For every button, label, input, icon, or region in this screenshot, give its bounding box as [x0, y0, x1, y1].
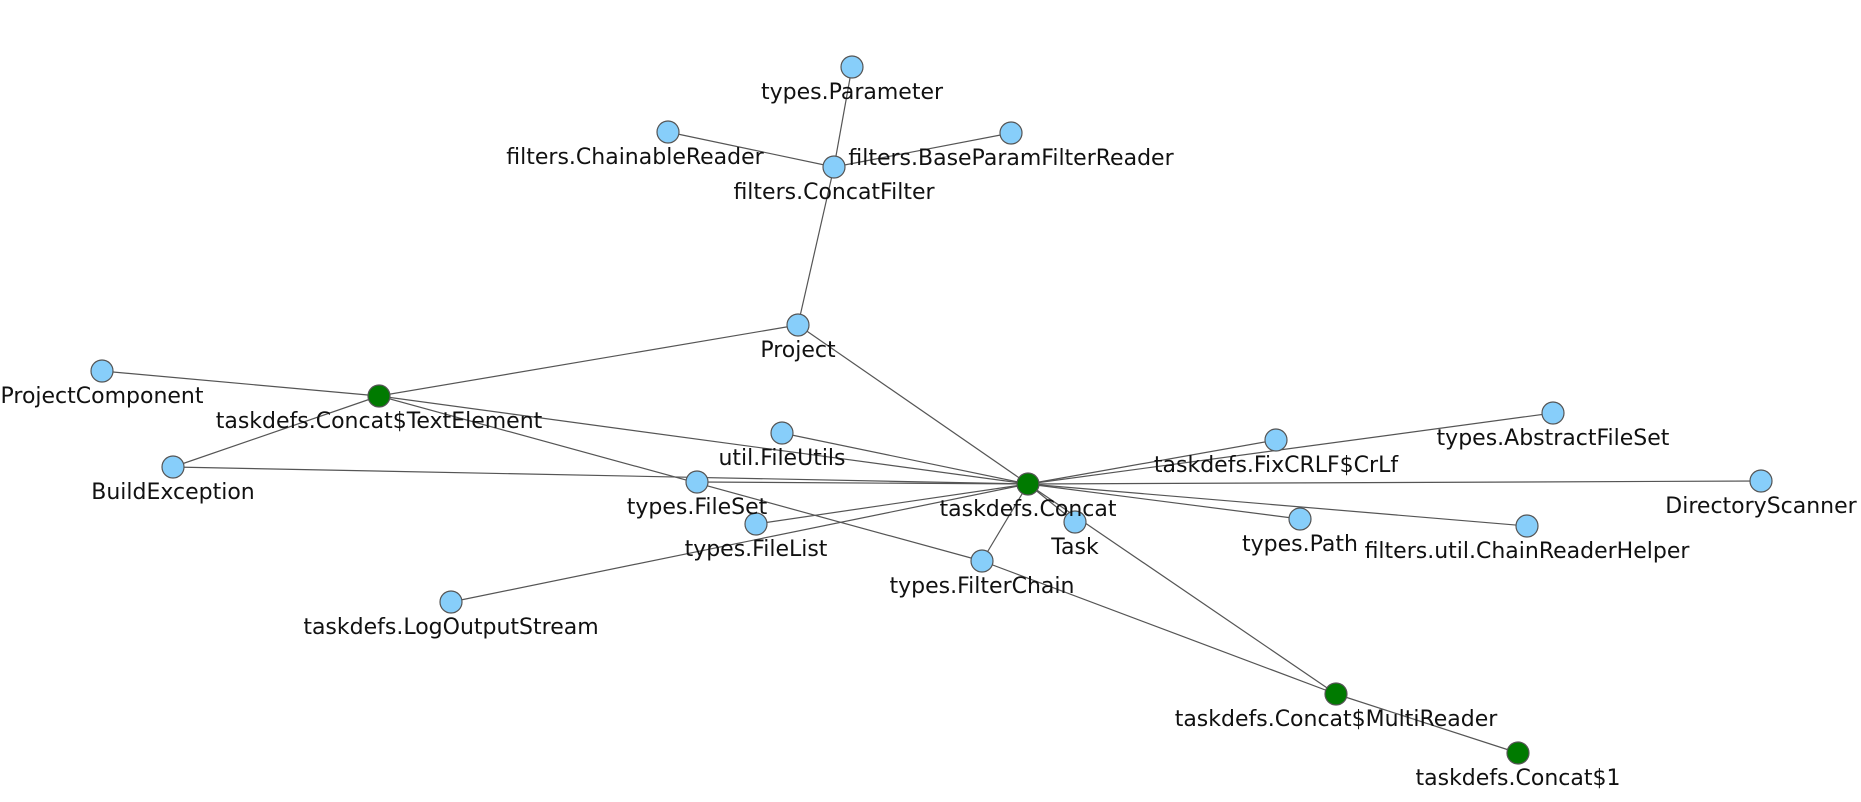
node-directoryscanner[interactable]: [1749, 469, 1773, 493]
node-taskdefs-concat-textelement[interactable]: [367, 384, 391, 408]
node-label-taskdefs-fixcrlf-crlf: taskdefs.FixCRLF$CrLf: [1154, 453, 1399, 478]
edge-taskdefs-concat-multireader-to-taskdefs-concat-1: [1335, 693, 1519, 754]
node-label-types-parameter: types.Parameter: [761, 80, 944, 105]
node-label-taskdefs-logoutputstream: taskdefs.LogOutputStream: [303, 615, 598, 640]
node-label-filters-chainablereader: filters.ChainableReader: [506, 145, 764, 170]
edge-directoryscanner-to-taskdefs-concat: [1027, 480, 1762, 485]
node-label-taskdefs-concat: taskdefs.Concat: [940, 497, 1117, 522]
labels-layer: types.Parameter filters.ChainableReader fi…: [1, 80, 1858, 791]
edge-project-to-taskdefs-concat: [797, 324, 1029, 485]
node-label-types-fileset: types.FileSet: [627, 495, 768, 520]
edges-layer: [101, 66, 1762, 754]
node-label-projectcomponent: ProjectComponent: [1, 384, 204, 409]
node-types-filelist[interactable]: [744, 512, 768, 536]
node-types-parameter[interactable]: [840, 55, 864, 79]
node-taskdefs-logoutputstream[interactable]: [439, 590, 463, 614]
edge-types-abstractfileset-to-taskdefs-concat: [1027, 412, 1554, 485]
node-label-types-abstractfileset: types.AbstractFileSet: [1437, 426, 1670, 451]
node-types-filterchain[interactable]: [970, 549, 994, 573]
node-label-taskdefs-concat-1: taskdefs.Concat$1: [1416, 766, 1621, 791]
node-label-util-fileutils: util.FileUtils: [718, 446, 845, 471]
node-label-directoryscanner: DirectoryScanner: [1665, 494, 1857, 519]
node-label-filters-util-chainreaderhelper: filters.util.ChainReaderHelper: [1365, 539, 1691, 564]
edge-buildexception-to-taskdefs-concat: [172, 466, 1029, 485]
edge-types-fileset-to-taskdefs-concat: [696, 481, 1029, 485]
node-filters-baseparamfilterreader[interactable]: [999, 121, 1023, 145]
node-util-fileutils[interactable]: [770, 421, 794, 445]
node-types-path[interactable]: [1288, 507, 1312, 531]
node-taskdefs-concat[interactable]: [1016, 472, 1040, 496]
node-label-project: Project: [760, 338, 836, 363]
node-projectcomponent[interactable]: [90, 359, 114, 383]
edge-taskdefs-logoutputstream-to-taskdefs-concat: [450, 483, 1029, 603]
node-label-types-path: types.Path: [1242, 532, 1358, 557]
edge-taskdefs-concat-textelement-to-buildexception: [172, 395, 380, 468]
edge-types-filelist-to-taskdefs-concat: [755, 483, 1029, 525]
node-label-taskdefs-concat-multireader: taskdefs.Concat$MultiReader: [1175, 707, 1499, 732]
node-filters-concatfilter[interactable]: [822, 155, 846, 179]
edge-taskdefs-concat-textelement-to-types-filterchain: [378, 395, 983, 562]
edge-filters-baseparamfilterreader-to-filters-concatfilter: [833, 132, 1012, 168]
node-types-fileset[interactable]: [685, 470, 709, 494]
node-filters-chainablereader[interactable]: [656, 120, 680, 144]
node-task[interactable]: [1063, 510, 1087, 534]
node-taskdefs-concat-multireader[interactable]: [1324, 682, 1348, 706]
edge-types-parameter-to-filters-concatfilter: [833, 66, 853, 168]
edge-filters-concatfilter-to-project: [797, 166, 835, 326]
edge-projectcomponent-to-taskdefs-concat-textelement: [101, 370, 380, 397]
node-label-filters-concatfilter: filters.ConcatFilter: [733, 180, 935, 205]
node-label-types-filterchain: types.FilterChain: [890, 574, 1075, 599]
edge-types-filterchain-to-taskdefs-concat-multireader: [981, 560, 1337, 695]
edge-project-to-taskdefs-concat-textelement: [378, 324, 799, 397]
edge-taskdefs-concat-textelement-to-taskdefs-concat: [378, 395, 1029, 485]
node-types-abstractfileset[interactable]: [1541, 401, 1565, 425]
node-taskdefs-concat-1[interactable]: [1506, 741, 1530, 765]
edge-filters-util-chainreaderhelper-to-taskdefs-concat: [1027, 483, 1528, 527]
node-buildexception[interactable]: [161, 455, 185, 479]
node-label-types-filelist: types.FileList: [685, 537, 828, 562]
node-label-taskdefs-concat-textelement: taskdefs.Concat$TextElement: [216, 409, 543, 434]
edge-util-fileutils-to-taskdefs-concat: [781, 432, 1029, 485]
nodes-layer: [90, 55, 1773, 765]
edge-taskdefs-fixcrlf-crlf-to-taskdefs-concat: [1027, 439, 1277, 485]
node-label-filters-baseparamfilterreader: filters.BaseParamFilterReader: [848, 146, 1174, 171]
edge-types-path-to-taskdefs-concat: [1027, 483, 1301, 520]
node-project[interactable]: [786, 313, 810, 337]
node-label-task: Task: [1050, 535, 1099, 560]
node-taskdefs-fixcrlf-crlf[interactable]: [1264, 428, 1288, 452]
node-label-buildexception: BuildException: [91, 480, 255, 505]
node-filters-util-chainreaderhelper[interactable]: [1515, 514, 1539, 538]
edge-filters-chainablereader-to-filters-concatfilter: [667, 131, 835, 168]
edge-taskdefs-concat-to-types-filterchain: [981, 483, 1029, 562]
